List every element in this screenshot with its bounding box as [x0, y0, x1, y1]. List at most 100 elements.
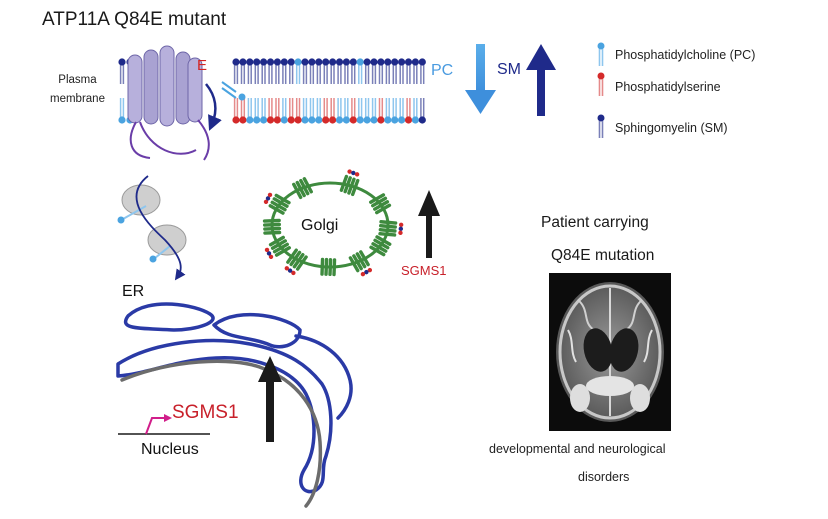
lipid-pc [315, 98, 323, 124]
golgi-apparatus [262, 169, 404, 277]
lipid-pc [356, 58, 364, 84]
lipid-pc [335, 98, 344, 124]
lipid-ps [322, 98, 330, 124]
plasma-membrane-label: Plasma membrane [50, 71, 105, 109]
pc-decrease-arrow [465, 44, 496, 114]
patient-label-line1: Patient carrying [541, 214, 649, 231]
patient-label-line2: Q84E mutation [551, 247, 655, 264]
lipid-pc [356, 98, 364, 124]
lipid-sm [411, 58, 419, 84]
nuclear-envelope [120, 359, 323, 508]
gene-sgms1-label: SGMS1 [172, 402, 239, 423]
lipid-pc [294, 58, 302, 84]
lipid-sm [370, 58, 378, 84]
lipid-sm [418, 98, 426, 124]
lipid-sm [118, 58, 126, 84]
lipid-pc [411, 98, 419, 124]
sgms1-protein [369, 235, 392, 257]
patient-brain-mri [549, 273, 671, 431]
lipid-ps [232, 98, 240, 124]
lipid-pc [370, 98, 378, 124]
mutation-residue-label: E [197, 57, 208, 74]
sgms1-nucleus-increase-arrow [258, 356, 282, 442]
lipid-sm [398, 58, 406, 84]
er-label: ER [122, 283, 145, 300]
outcome-label-line2: disorders [578, 470, 630, 484]
lipid-sm [349, 58, 357, 84]
lipid-ps [266, 98, 275, 124]
lipid-sm [315, 58, 323, 84]
sm-label: SM [497, 61, 521, 78]
lipid-ps [349, 98, 357, 124]
golgi-sgms1-proteins [262, 169, 404, 277]
lipid-ps [287, 98, 295, 124]
golgi-label: Golgi [301, 217, 339, 234]
lipid-sm [391, 58, 399, 84]
lipid-pc [363, 98, 371, 124]
lipid-sm [308, 58, 316, 84]
lipid-sm [384, 58, 392, 84]
lipid-pc [246, 98, 254, 124]
outcome-label-line1: developmental and neurological [489, 442, 666, 456]
sgms1-protein [292, 177, 313, 200]
sgms1-protein [263, 192, 291, 215]
nucleus-label: Nucleus [141, 441, 199, 458]
lipid-sm [246, 58, 254, 84]
lipid-sm [253, 58, 261, 84]
sgms1-protein [320, 257, 337, 277]
plasma-membrane-label-line2: membrane [50, 93, 105, 105]
sgms1-protein [262, 218, 282, 235]
lipid-pc [398, 98, 406, 124]
lipid-sm [260, 58, 268, 84]
membrane-outer-leaflet [118, 58, 426, 84]
lipid-sm [287, 58, 295, 84]
endocytic-vesicles [117, 175, 187, 281]
lipid-ps [377, 98, 385, 124]
figure-title: ATP11A Q84E mutant [42, 9, 227, 30]
lipid-pc [342, 98, 350, 124]
sgms1-protein [369, 193, 392, 215]
endoplasmic-reticulum [116, 302, 353, 494]
lipid-sm [404, 58, 413, 84]
sgms1-protein [348, 250, 373, 277]
sgms1-protein [284, 248, 308, 276]
sm-increase-arrow [526, 44, 556, 116]
lipid-ps [404, 98, 413, 124]
lipid-pc [260, 98, 268, 124]
lipid-pc [118, 98, 126, 124]
lipid-sm [239, 58, 247, 84]
legend-sm-label: Sphingomyelin (SM) [615, 121, 728, 135]
flip-arrow [205, 83, 222, 131]
lipid-ps [329, 98, 337, 124]
lipid-pc [384, 98, 392, 124]
lipid-pc [280, 98, 288, 124]
legend-pc-icon [597, 42, 605, 66]
membrane-inner-leaflet [118, 98, 426, 124]
lipid-sm [322, 58, 330, 84]
legend-ps-icon [597, 72, 605, 96]
lipid-sm [232, 58, 240, 84]
lipid-sm [363, 58, 371, 84]
lipid-sm [329, 58, 337, 84]
lipid-sm [273, 58, 281, 84]
sgms1-protein [264, 235, 291, 260]
lipid-pc [308, 98, 316, 124]
plasma-membrane-label-line1: Plasma [58, 74, 97, 86]
lipid-ps [294, 98, 302, 124]
lipid-sm [301, 58, 309, 84]
gene-promoter-arrow [118, 414, 210, 435]
lipid-sm [418, 58, 426, 84]
sgms1-protein [339, 169, 360, 197]
lipid-pc [301, 98, 309, 124]
pc-lipid-entering [221, 81, 246, 101]
sgms1-golgi-increase-arrow [418, 190, 440, 258]
lipid-sm [266, 58, 275, 84]
lipid-sm [377, 58, 385, 84]
lipid-sm [342, 58, 350, 84]
sgms1-protein [378, 220, 404, 237]
lipid-pc [391, 98, 399, 124]
lipid-sm [280, 58, 288, 84]
lipid-ps [273, 98, 281, 124]
